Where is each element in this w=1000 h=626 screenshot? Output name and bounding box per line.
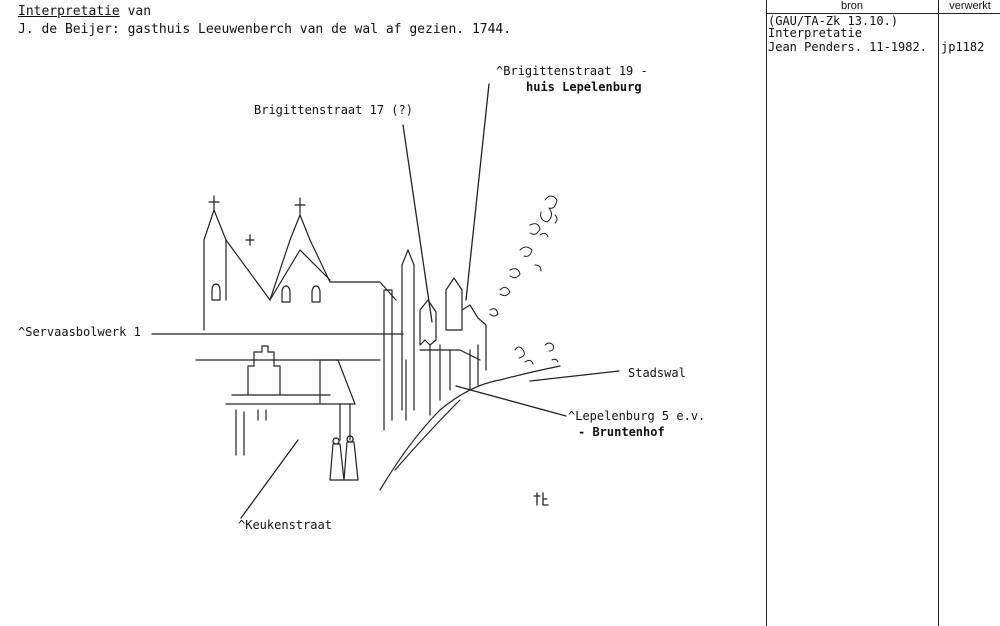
sketch-drawing [151,83,620,519]
leader-lines [151,83,620,519]
ledger-verwerkt-code: jp1182 [941,40,985,54]
ledger-source-ref: (GAU/TA-Zk 13.10.) [768,14,899,28]
figures [329,435,359,481]
leader-brigittenstraat19 [465,83,490,301]
label-servaasbolwerk: ^Servaasbolwerk 1 [18,325,141,339]
label-keukenstraat: ^Keukenstraat [238,518,332,532]
ledger-header-verwerkt: verwerkt [949,0,991,12]
ledger-left-border [766,0,767,626]
ledger-source-author: Jean Penders. 11-1982. [768,40,927,54]
leader-stadswal [529,370,620,382]
church-towers [203,195,397,331]
title-rest: van [119,4,152,19]
stepped-gables [195,345,381,456]
tower-center [383,249,415,431]
leader-lepelenburg5 [455,385,567,417]
label-brigittenstraat19: ^Brigittenstraat 19 - [496,64,648,78]
rampart [379,365,561,491]
document-subtitle: J. de Beijer: gasthuis Leeuwenberch van … [18,22,512,37]
label-lepelenburg5: ^Lepelenburg 5 e.v. [568,409,706,423]
label-stadswal: Stadswal [628,366,686,380]
buildings-right [419,277,487,416]
ledger-source-type: Interpretatie [768,26,862,40]
document-title: Interpretatie van [18,4,151,19]
label-bruntenhof: - Bruntenhof [578,425,665,439]
leader-keukenstraat [240,439,299,519]
label-huis-lepelenburg: huis Lepelenburg [526,80,642,94]
label-brigittenstraat17: Brigittenstraat 17 (?) [254,103,413,117]
artist-monogram [533,492,549,506]
leader-brigittenstraat17 [402,124,433,323]
ledger-header-bron: bron [840,0,864,12]
ledger-column-divider [938,0,939,626]
trees [489,195,559,365]
ledger-header-rule [766,13,1000,14]
title-underlined: Interpretatie [18,4,120,19]
